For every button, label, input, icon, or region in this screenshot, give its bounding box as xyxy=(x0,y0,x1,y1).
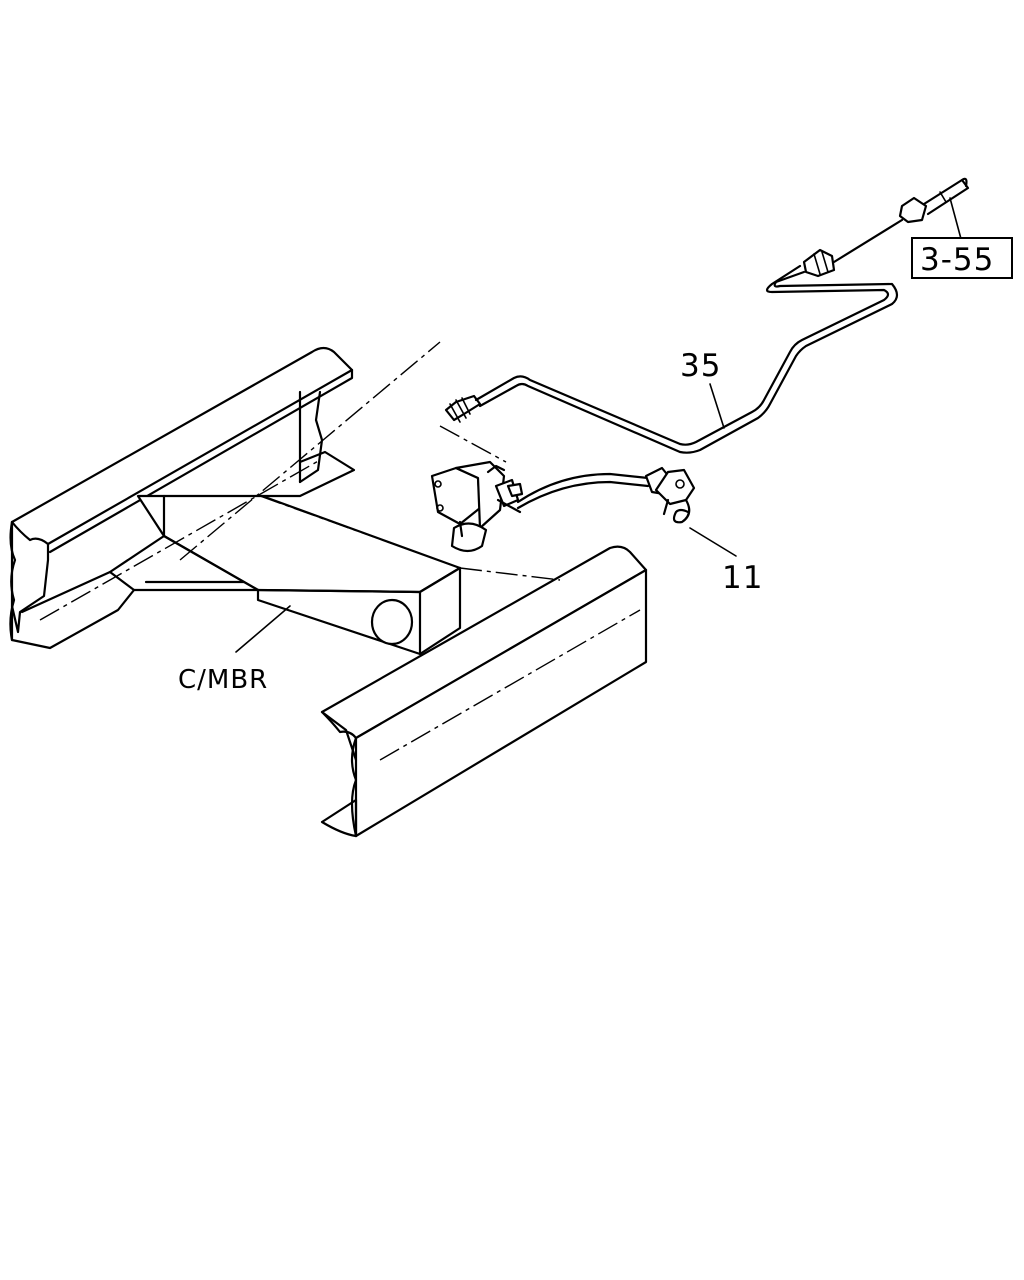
reference-label: 3-55 xyxy=(920,242,994,278)
valve-assembly xyxy=(430,460,524,553)
callout-crossmember: C/MBR xyxy=(178,665,268,695)
callout-11: 11 xyxy=(722,560,763,596)
brake-pipe-35 xyxy=(444,177,970,454)
hose-and-clip-11 xyxy=(516,466,696,524)
crossmember xyxy=(108,494,462,656)
left-frame-rail xyxy=(9,346,356,650)
centerlines xyxy=(39,341,641,761)
crossmember-hole xyxy=(370,598,414,646)
callout-35: 35 xyxy=(680,348,721,384)
right-frame-rail xyxy=(320,545,648,838)
reference-box-3-55[interactable]: 3-55 xyxy=(911,237,1013,279)
